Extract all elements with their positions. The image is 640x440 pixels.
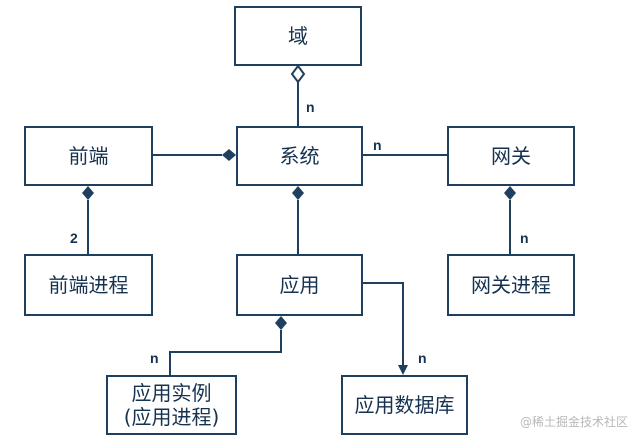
node-label: 前端进程: [48, 273, 129, 297]
node-gateway: 网关: [447, 126, 575, 186]
multiplicity-frontend-process: 2: [70, 230, 78, 246]
multiplicity-gateway-process: n: [520, 230, 529, 246]
node-frontend: 前端: [24, 126, 153, 186]
node-label: 域: [288, 24, 308, 48]
node-label: 前端: [68, 144, 109, 168]
node-label: 网关: [491, 144, 531, 168]
composition-diamond-icon: [504, 186, 516, 200]
arrow-head-icon: [398, 365, 408, 375]
node-frontend-process: 前端进程: [24, 254, 153, 316]
aggregation-diamond-icon: [290, 64, 306, 84]
node-label: 应用: [279, 273, 320, 297]
multiplicity-app-database: n: [418, 350, 427, 366]
node-label: 应用数据库: [354, 393, 455, 417]
node-domain: 域: [234, 6, 362, 66]
composition-diamond-icon: [292, 186, 304, 200]
node-system: 系统: [236, 126, 363, 186]
node-label: 网关进程: [471, 273, 551, 297]
node-app-instance: 应用实例 (应用进程): [106, 375, 237, 435]
edge-application-database: [363, 282, 404, 366]
composition-diamond-icon: [82, 186, 94, 200]
composition-diamond-icon: [222, 149, 236, 161]
node-application: 应用: [236, 254, 363, 316]
multiplicity-app-instance: n: [150, 350, 159, 366]
watermark: @稀土掘金技术社区: [519, 415, 628, 429]
multiplicity-system-domain: n: [306, 99, 315, 115]
node-gateway-process: 网关进程: [447, 254, 575, 316]
node-label: 系统: [279, 144, 320, 168]
composition-diamond-icon: [275, 316, 287, 330]
node-label-line1: 应用实例: [131, 381, 212, 405]
node-app-database: 应用数据库: [341, 375, 468, 435]
multiplicity-system-gateway: n: [373, 137, 382, 153]
node-label-line2: (应用进程): [123, 405, 220, 429]
edge-application-instance: [169, 330, 282, 375]
